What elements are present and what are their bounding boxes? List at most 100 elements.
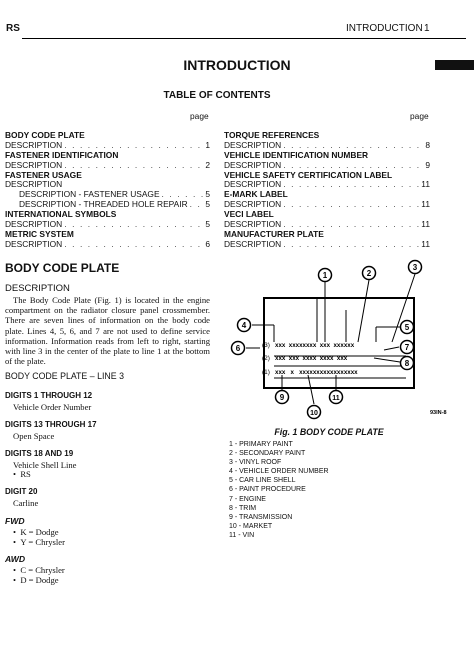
toc-entry-page: 8 (425, 140, 430, 150)
toc_right-entry[interactable]: DESCRIPTION. . . . . . . . . . . . . . .… (224, 220, 430, 230)
toc_right-heading: TORQUE REFERENCES (224, 130, 320, 140)
toc_left-entry[interactable]: DESCRIPTION. . . . . . . . . . . . . . .… (5, 240, 210, 250)
toc_left-heading: BODY CODE PLATE (5, 130, 85, 140)
digits-1-12-label: DIGITS 1 THROUGH 12 (5, 391, 93, 400)
legend-item: 1 - PRIMARY PAINT (229, 441, 293, 448)
callout-8: 8 (399, 355, 415, 371)
figure-caption: Fig. 1 BODY CODE PLATE (274, 427, 384, 437)
legend-item: 2 - SECONDARY PAINT (229, 450, 306, 458)
digits-13-17-value: Open Space (13, 431, 55, 441)
svg-text:4: 4 (242, 321, 247, 330)
svg-text:6: 6 (236, 344, 241, 353)
callout-9: 9 (274, 389, 290, 405)
callout-3: 3 (407, 259, 423, 275)
toc-entry-page: 1 (205, 140, 210, 150)
toc_right-heading: MANUFACTURER PLATE (224, 228, 324, 239)
toc_left-entry[interactable]: DESCRIPTION. . . . . . . . . . . . . . .… (5, 141, 210, 151)
toc_right-entry[interactable]: DESCRIPTION. . . . . . . . . . . . . . .… (224, 141, 430, 151)
toc_right-entry[interactable]: DESCRIPTION. . . . . . . . . . . . . . .… (224, 161, 430, 171)
toc-entry-page: 11 (421, 239, 430, 249)
legend-item: 8 - TRIM (229, 504, 257, 512)
awd-bullet-2: • D = Dodge (13, 575, 59, 585)
toc-entry-label: DESCRIPTION (224, 140, 282, 150)
toc_left-entry[interactable]: DESCRIPTION. . . . . . . . . . . . . . .… (5, 161, 210, 171)
toc-entry-label: DESCRIPTION (5, 239, 63, 249)
plate-outline (263, 297, 415, 389)
shell-bullet: • RS (13, 469, 31, 479)
legend-item: 5 - CAR LINE SHELL (229, 477, 296, 485)
legend-item: 3 - VINYL ROOF (229, 459, 282, 467)
svg-text:2: 2 (367, 269, 372, 278)
header-section-code: RS (6, 23, 20, 34)
digits-13-17-label: DIGITS 13 THROUGH 17 (5, 420, 97, 429)
toc-entry-page: 11 (421, 220, 430, 230)
fwd-bullet-2: • Y = Chrysler (13, 537, 65, 547)
toc-entry-page: 5 (205, 200, 210, 210)
legend-item: 7 - ENGINE (229, 495, 266, 503)
svg-text:7: 7 (405, 343, 410, 352)
digits-18-19-value: Vehicle Shell Line (13, 460, 77, 470)
toc-entry-page: 2 (205, 160, 210, 170)
plate-line-2: xxx xxx xxxx xxxx xxx (275, 355, 348, 362)
section-tab-marker (435, 60, 474, 70)
fwd-label: FWD (5, 516, 25, 526)
toc-entry-label: DESCRIPTION - FASTENER USAGE (19, 190, 160, 200)
toc-leader-dots: . . . . . . . . . . . . . . . . . . . . … (283, 200, 420, 210)
digits-1-12-value: Vehicle Order Number (13, 402, 92, 412)
svg-text:9: 9 (280, 393, 285, 402)
toc-entry-label: DESCRIPTION (5, 180, 63, 190)
callout-4: 4 (236, 317, 252, 333)
fwd-bullet-1: • K = Dodge (13, 527, 59, 537)
toc_left-heading: METRIC SYSTEM (5, 228, 74, 239)
digit-20-value: Carline (13, 498, 39, 508)
awd-label: AWD (5, 554, 26, 564)
toc-entry-page: 5 (205, 220, 210, 230)
plate-line-1: xxx x xxxxxxxxxxxxxxxxx (275, 369, 358, 376)
header-section-title: INTRODUCTION (346, 23, 423, 34)
legend-item: 9 - TRANSMISSION (229, 513, 293, 521)
toc-entry-page: 11 (421, 200, 430, 210)
toc-title: TABLE OF CONTENTS (163, 90, 271, 101)
plate-line-3: xxx xxxxxxxx xxx xxxxxx (275, 342, 355, 349)
svg-text:3: 3 (413, 263, 418, 272)
toc-entry-label: DESCRIPTION (5, 160, 63, 170)
figure-code: 93IN-8 (430, 410, 447, 416)
toc-leader-dots: . . . . . . . . . . . . . . . . . . . . … (283, 160, 424, 170)
legend-item: 4 - VEHICLE ORDER NUMBER (229, 468, 329, 476)
toc-entry-page: 5 (205, 190, 210, 200)
legend-item: 6 - PAINT PROCEDURE (229, 486, 306, 494)
section-heading: BODY CODE PLATE (5, 261, 120, 275)
callout-5: 5 (399, 319, 415, 335)
digit-20-label: DIGIT 20 (5, 487, 38, 496)
body-paragraph: The Body Code Plate (Fig. 1) is located … (5, 295, 210, 367)
toc-entry-page: 6 (205, 239, 210, 249)
digits-18-19-label: DIGITS 18 AND 19 (5, 449, 74, 458)
toc-entry-label: DESCRIPTION (5, 220, 63, 230)
toc_right-entry[interactable]: DESCRIPTION. . . . . . . . . . . . . . .… (224, 200, 430, 210)
toc-leader-dots: . . . . . . . . . . . . . . . . . . . . … (161, 190, 205, 200)
toc-leader-dots: . . . . . . . . . . . . . . . . . . . . … (189, 200, 205, 210)
toc_left-entry[interactable]: DESCRIPTION - THREADED HOLE REPAIR. . . … (5, 200, 210, 210)
toc-entry-label: DESCRIPTION (224, 180, 282, 190)
toc-entry-label: DESCRIPTION - THREADED HOLE REPAIR (19, 200, 188, 210)
toc_left-entry[interactable]: DESCRIPTION. . . . . . . . . . . . . . .… (5, 220, 210, 230)
toc_right-entry[interactable]: DESCRIPTION. . . . . . . . . . . . . . .… (224, 180, 430, 190)
callout-7: 7 (399, 339, 415, 355)
toc_right-entry[interactable]: DESCRIPTION. . . . . . . . . . . . . . .… (224, 240, 430, 250)
awd-bullet-1: • C = Chrysler (13, 565, 65, 575)
legend-item: 10 - MARKET (229, 522, 273, 530)
toc-leader-dots: . . . . . . . . . . . . . . . . . . . . … (64, 140, 204, 150)
toc_left-entry[interactable]: DESCRIPTION - FASTENER USAGE. . . . . . … (5, 190, 210, 200)
toc-leader-dots: . . . . . . . . . . . . . . . . . . . . … (64, 239, 204, 249)
toc_left-entry[interactable]: DESCRIPTION (5, 180, 210, 190)
callout-2: 2 (361, 265, 377, 281)
line-3-label: (3) (262, 342, 270, 349)
toc_left-heading: FASTENER IDENTIFICATION (5, 149, 119, 160)
toc-leader-dots: . . . . . . . . . . . . . . . . . . . . … (64, 160, 204, 170)
toc-leader-dots: . . . . . . . . . . . . . . . . . . . . … (283, 180, 420, 190)
toc_left-heading: FASTENER USAGE (5, 169, 82, 180)
toc-leader-dots: . . . . . . . . . . . . . . . . . . . . … (283, 140, 424, 150)
header-page-number: 1 (424, 23, 430, 34)
